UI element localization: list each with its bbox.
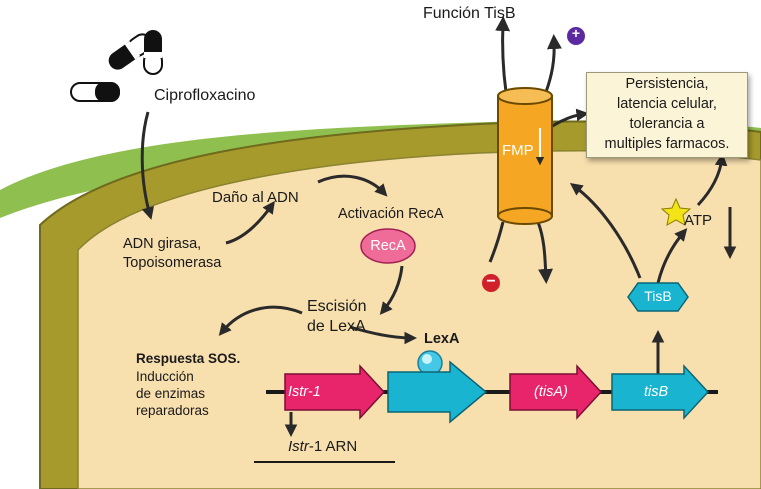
- lexa-protein-icon: [417, 350, 443, 376]
- sos-line-3: de enzimas: [136, 386, 206, 401]
- minus-ion-icon: [482, 274, 500, 292]
- pathway-arrows: [140, 16, 737, 438]
- arrow-gyrase-to-damage: [225, 200, 275, 245]
- outcome-line-2: latencia celular,: [617, 96, 717, 112]
- escision-label: Escisión: [307, 298, 367, 315]
- outcome-line-4: multiples farmacos.: [604, 136, 730, 152]
- reca-label: RecA: [370, 238, 406, 254]
- ciprofloxacin-capsules-icon: [70, 30, 163, 102]
- tisb-protein: [627, 282, 689, 312]
- outcome-line-3: tolerancia a: [629, 116, 705, 132]
- gene-tisb: [611, 364, 710, 420]
- fmp-label: FMP: [502, 142, 534, 159]
- tisb-gene-label: tisB: [644, 384, 669, 400]
- arrow-cleavage-to-sos: [218, 305, 303, 336]
- sos-line-4: reparadoras: [136, 403, 209, 418]
- outcome-box: Persistencia, latencia celular, toleranc…: [586, 72, 748, 158]
- arrow-tisb-to-atp: [656, 228, 688, 284]
- activacion-reca-label: Activación RecA: [338, 206, 444, 222]
- outcome-line-1: Persistencia,: [625, 76, 709, 92]
- arrow-channel-out-right: [544, 34, 562, 93]
- arrow-channel-in-left: [488, 221, 505, 263]
- minus-sign: −: [486, 273, 496, 290]
- plus-sign: +: [571, 25, 581, 41]
- reca-protein: [360, 228, 416, 264]
- topoisomerasa-label: Topoisomerasa: [123, 255, 222, 271]
- de-lexa-label: de LexA: [307, 318, 366, 335]
- arrow-channel-in-right: [536, 221, 553, 284]
- istr1-rna-rest: -1 ARN: [308, 438, 358, 455]
- adn-girasa-label: ADN girasa,: [123, 236, 202, 252]
- arrow-reca-to-lexa-cleavage: [379, 265, 404, 315]
- tisa-gene-label: (tisA): [534, 384, 568, 400]
- fmp-channel: [497, 87, 553, 225]
- sos-line-2: Inducción: [136, 369, 194, 384]
- istr1-gene-label: Istr-1: [288, 384, 321, 400]
- gene-istr1: [284, 364, 386, 420]
- arrow-channel-out-left: [495, 16, 511, 93]
- arrow-damage-to-reca: [317, 174, 388, 197]
- arrow-cipro-to-gyrase: [140, 111, 154, 220]
- istr1-rna-italic: Istr: [288, 438, 309, 455]
- gene-istr1-partner: [387, 360, 488, 424]
- cytoplasm: [77, 150, 761, 489]
- arrow-cleavage-to-lexa: [349, 325, 418, 345]
- tisb-protein-label: TisB: [644, 288, 672, 304]
- istr1-rna-label: Istr-1 ARN: [288, 438, 357, 457]
- arrow-atp-to-box: [696, 152, 728, 207]
- atp-label: ATP: [684, 212, 713, 229]
- plus-ion-icon: [567, 27, 585, 45]
- sos-title: Respuesta SOS.: [136, 351, 241, 366]
- ciprofloxacino-label: Ciprofloxacino: [154, 87, 256, 104]
- arrow-tisb-to-channel: [569, 183, 642, 279]
- gene-tisa: [509, 364, 603, 420]
- funcion-tisb-label: Función TisB: [423, 5, 516, 22]
- dano-adn-label: Daño al ADN: [212, 189, 299, 206]
- lexa-label: LexA: [424, 331, 460, 347]
- atp-star-icon: [660, 197, 692, 226]
